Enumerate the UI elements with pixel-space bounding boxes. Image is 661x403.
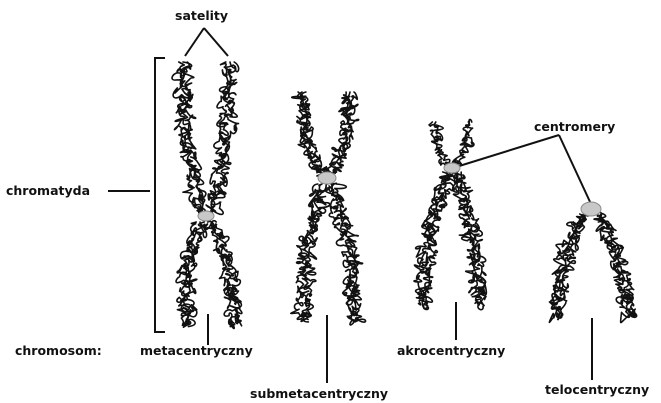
chromatin-strand — [419, 172, 455, 310]
metacentric-label: metacentryczny — [140, 345, 253, 358]
chromosome-metacentric — [172, 62, 242, 328]
acrocentric-label: akrocentryczny — [397, 345, 505, 358]
chromosome-submetacentric — [291, 92, 366, 325]
chromosome-acrocentric — [414, 119, 486, 309]
chromosome-telocentric — [549, 212, 636, 322]
satellites-label: satelity — [175, 10, 228, 23]
chromatin-strand — [291, 184, 318, 319]
centromere-telocentric — [581, 202, 601, 216]
centromere-submetacentric — [318, 172, 336, 184]
satellite-line-left — [185, 28, 204, 56]
centromere-acrocentric — [444, 163, 460, 173]
centromere-line-telocentric — [559, 135, 591, 204]
centromere-metacentric — [198, 211, 214, 221]
chromatid-bracket — [155, 58, 165, 332]
telocentric-label: telocentryczny — [545, 384, 649, 397]
chromatid-label: chromatyda — [6, 185, 90, 198]
centromeres — [198, 163, 601, 221]
chromatin-strand — [206, 62, 229, 212]
centromeres-label: centromery — [534, 121, 615, 134]
chromosome-label: chromosom: — [15, 345, 102, 358]
submetacentric-label: submetacentryczny — [250, 388, 388, 401]
satellite-line-right — [204, 28, 228, 56]
chromatin-strand — [324, 92, 354, 178]
